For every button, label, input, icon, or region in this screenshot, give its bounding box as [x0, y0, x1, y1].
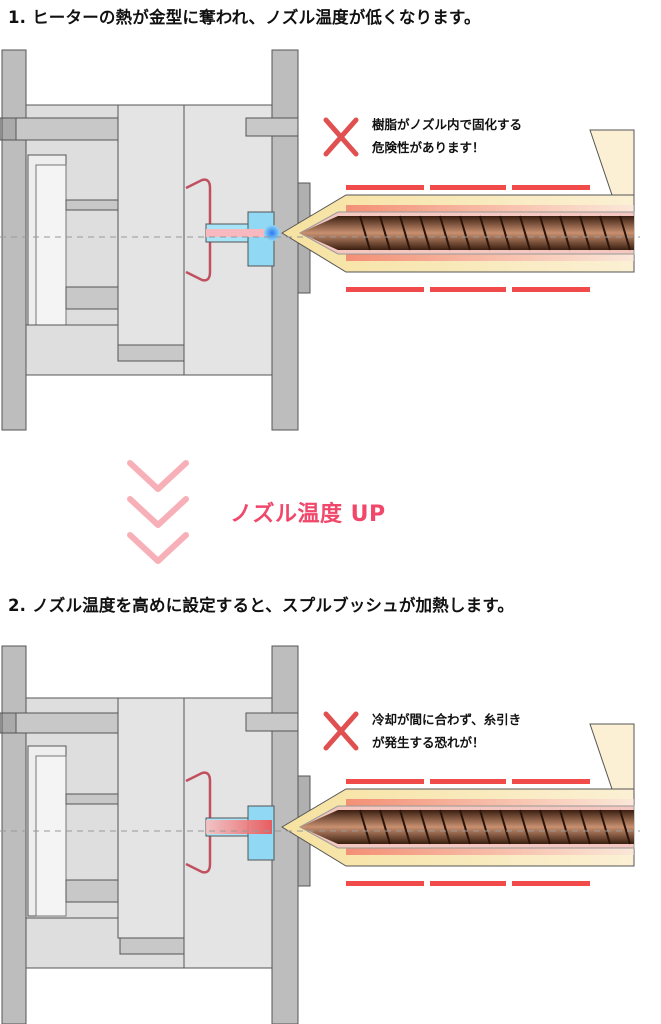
mold-fixed-plate	[0, 645, 271, 1024]
heater-bands	[346, 779, 590, 886]
step2-diagram	[0, 645, 640, 1024]
x-mark-icon	[323, 117, 359, 157]
injection-barrel	[281, 129, 635, 273]
step1-heading: 1. ヒーターの熱が金型に奪われ、ノズル温度が低くなります。	[8, 8, 481, 27]
injection-barrel	[281, 723, 635, 867]
heater-bands	[346, 185, 590, 292]
chevron-down-icon	[127, 460, 189, 564]
x-mark-icon	[323, 711, 359, 751]
mold-fixed-plate	[0, 49, 271, 431]
step1-warning-line1: 樹脂がノズル内で固化する	[372, 117, 523, 132]
step1-diagram	[0, 49, 640, 431]
nozzle-temp-up-label: ノズル温度 UP	[230, 502, 386, 527]
step2-heading: 2. ノズル温度を高めに設定すると、スプルブッシュが加熱します。	[8, 596, 515, 615]
step1-warning-line2: 危険性があります！	[372, 140, 485, 155]
step2-warning-line1: 冷却が間に合わず、糸引き	[372, 712, 522, 727]
step1-warning: 樹脂がノズル内で固化する 危険性があります！	[372, 113, 522, 159]
step2-warning: 冷却が間に合わず、糸引き が発生する恐れが！	[372, 708, 521, 754]
step2-warning-line2: が発生する恐れが！	[372, 735, 485, 750]
